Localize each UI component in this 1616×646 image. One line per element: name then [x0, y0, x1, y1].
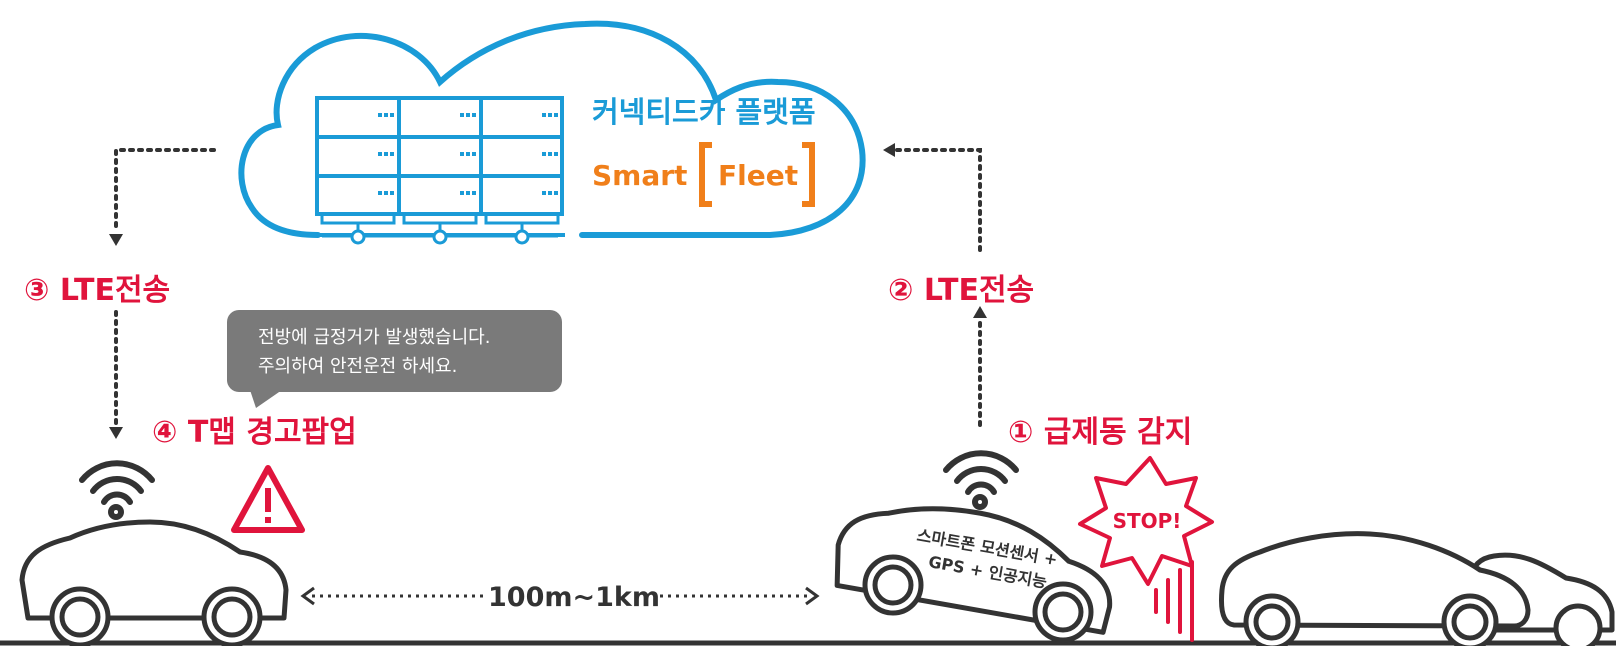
server-rack-icon	[315, 96, 564, 245]
stop-badge-text: STOP!	[1113, 509, 1182, 533]
step3-label: ③ LTE전송	[24, 273, 170, 308]
arrow-left-icon	[300, 586, 315, 606]
smart-fleet-word-smart: Smart	[592, 159, 687, 192]
distance-label: 100m~1km	[488, 582, 660, 613]
platform-title: 커넥티드카 플랫폼	[592, 95, 816, 129]
arrow-right-icon	[805, 586, 820, 606]
server-led-dots	[378, 113, 558, 195]
step1-label: ① 급제동 감지	[1008, 415, 1192, 450]
fleet-bracket-right	[802, 142, 815, 207]
cloud-shape	[238, 20, 866, 238]
exclamation-triangle-icon	[231, 465, 305, 533]
braking-car-wheels	[862, 554, 1094, 643]
smart-fleet-word-fleet: Fleet	[718, 159, 798, 192]
fleet-bracket-left	[699, 142, 712, 207]
wifi-signal-icon	[79, 460, 155, 520]
arrow-down-icon	[109, 234, 123, 246]
stopped-car-front-icon	[1219, 531, 1531, 646]
wifi-signal-icon	[943, 450, 1019, 510]
step2-label: ② LTE전송	[888, 273, 1034, 308]
popup-line-1: 전방에 급정거가 발생했습니다.	[258, 327, 490, 348]
step4-label: ④ T맵 경고팝업	[152, 415, 357, 450]
arrow-down-icon	[109, 427, 123, 439]
stop-burst-icon: STOP!	[1078, 456, 1214, 586]
right-transmission-path	[894, 148, 982, 427]
left-car-icon	[19, 519, 289, 646]
brake-vibration-icon	[1154, 560, 1194, 642]
popup-line-2: 주의하여 안전운전 하세요.	[258, 356, 457, 377]
arrow-up-icon	[973, 306, 987, 318]
arrow-left-icon	[883, 143, 895, 157]
left-transmission-path	[114, 148, 216, 427]
warning-popup: 전방에 급정거가 발생했습니다. 주의하여 안전운전 하세요.	[227, 310, 562, 408]
